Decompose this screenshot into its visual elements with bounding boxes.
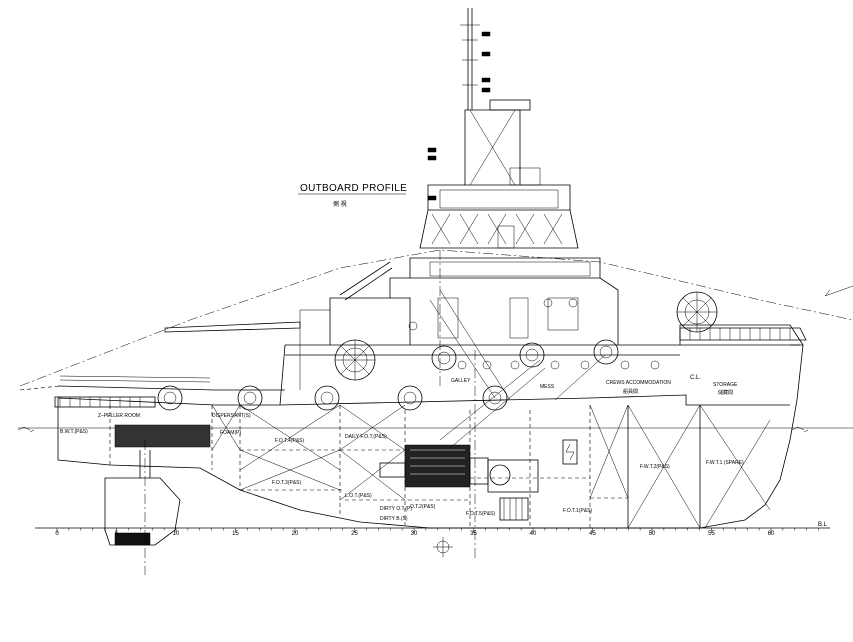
baseline-label: B.L — [818, 522, 828, 528]
label-fot4: F.O.T.4(P&S) — [275, 438, 305, 444]
label-bwt: B.W.T.(P&S) — [60, 429, 88, 435]
frame-number-label: 35 — [470, 531, 477, 537]
label-fot3: F.O.T.3(P&S) — [272, 480, 302, 486]
frame-number-label: 50 — [649, 531, 656, 537]
label-daily-fot: DAILY F.O.T.(P&S) — [345, 434, 387, 440]
fenders — [157, 339, 619, 411]
frame-number-label: 20 — [292, 531, 299, 537]
label-fot2: O.T.2(P&S) — [410, 504, 436, 510]
label-dirty-bilge: DIRTY B.(S) — [380, 516, 408, 522]
label-dirty-ot: DIRTY O.T.(P) — [380, 506, 412, 512]
label-zpeller-room: Z–PELLER ROOM — [98, 413, 140, 419]
label-mess: MESS — [540, 384, 555, 390]
frame-number-label: 5 — [115, 531, 119, 537]
label-cl: C.L. — [690, 375, 701, 381]
label-crews-accommodation-cn: 船員間 — [623, 388, 638, 395]
label-storage-cn: 儲藏間 — [718, 389, 733, 396]
label-storage: STORAGE — [713, 382, 738, 388]
frame-number-label: 55 — [708, 531, 715, 537]
frame-number-label: 45 — [589, 531, 596, 537]
frame-number-label: 25 — [351, 531, 358, 537]
label-lot: L.O.T.(P&S) — [345, 493, 372, 499]
label-dispersant: DISPERSANT(S) — [212, 413, 251, 419]
label-fot1: F.O.T.1(P&S) — [563, 508, 593, 514]
superstructure — [164, 8, 660, 390]
label-foam: FOAM(P) — [220, 430, 241, 436]
label-fot5: F.O.T.5(P&S) — [466, 511, 496, 517]
frame-number-label: 10 — [173, 531, 180, 537]
drawing-subtitle: 側 視 — [333, 200, 347, 208]
label-crews-accommodation: CREWS ACCOMMODATION — [606, 380, 671, 386]
frame-number-label: 60 — [768, 531, 775, 537]
drawing-title: OUTBOARD PROFILE — [300, 183, 407, 194]
machinery — [104, 289, 606, 575]
label-fwt1: F.W.T.1 (SPARE) — [706, 460, 744, 466]
winches — [54, 291, 807, 408]
compartment-labels: B.W.T.(P&S) Z–PELLER ROOM DISPERSANT(S) … — [60, 375, 744, 522]
hull — [57, 324, 804, 529]
baseline-scale: B.L 0 5 10 15 20 25 30 35 40 45 50 55 60 — [35, 350, 830, 560]
frame-number-label: 40 — [530, 531, 537, 537]
label-galley: GALLEY — [451, 378, 471, 384]
label-fwt2: F.W.T.2(P&S) — [640, 464, 670, 470]
frame-number-label: 15 — [232, 531, 239, 537]
frame-number-label: 0 — [55, 531, 59, 537]
envelope-lines — [19, 249, 853, 391]
frame-number-label: 30 — [411, 531, 418, 537]
compartment-lines — [109, 404, 771, 529]
